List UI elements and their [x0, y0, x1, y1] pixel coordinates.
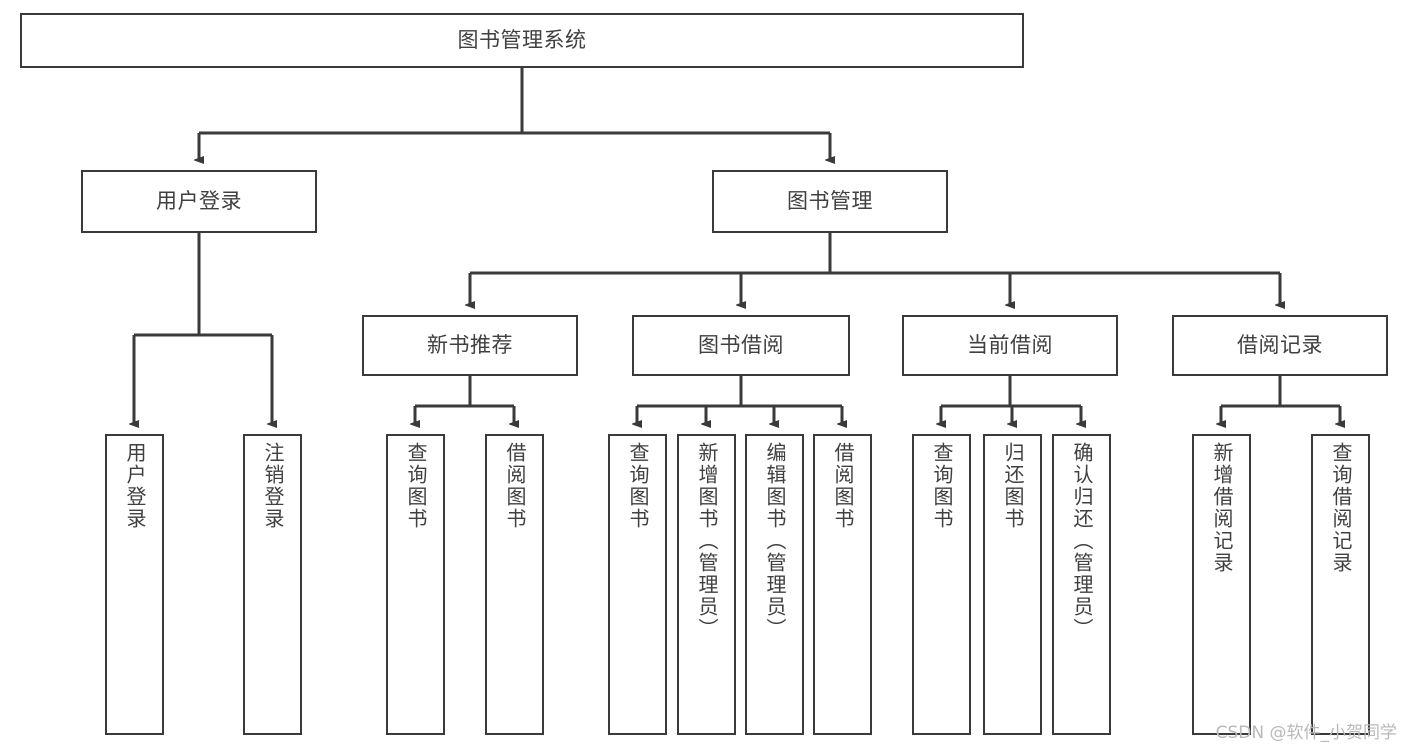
node-leaf-query-book-2-label: 查询图书	[626, 442, 650, 530]
node-book-borrow[interactable]: 图书借阅	[632, 315, 850, 376]
node-leaf-edit-book-label: 编辑图书（管理员）	[763, 442, 787, 640]
node-root-label: 图书管理系统	[457, 28, 587, 53]
node-leaf-query-book-1[interactable]: 查询图书	[386, 434, 445, 735]
csdn-watermark: CSDN @软件_小贺同学	[1215, 723, 1397, 743]
node-leaf-borrow-book-1[interactable]: 借阅图书	[485, 434, 544, 735]
node-book-manage-label: 图书管理	[787, 189, 873, 214]
node-borrow-record[interactable]: 借阅记录	[1172, 315, 1388, 376]
node-leaf-logout[interactable]: 注销登录	[243, 434, 302, 735]
node-leaf-query-record[interactable]: 查询借阅记录	[1311, 434, 1370, 735]
node-book-manage[interactable]: 图书管理	[712, 170, 948, 233]
node-leaf-add-book[interactable]: 新增图书（管理员）	[677, 434, 736, 735]
node-leaf-query-book-3-label: 查询图书	[930, 442, 954, 530]
node-leaf-add-record[interactable]: 新增借阅记录	[1192, 434, 1251, 735]
node-leaf-borrow-book-2[interactable]: 借阅图书	[813, 434, 872, 735]
node-current-borrow[interactable]: 当前借阅	[902, 315, 1118, 376]
node-current-borrow-label: 当前借阅	[967, 333, 1053, 358]
node-root[interactable]: 图书管理系统	[20, 13, 1024, 68]
node-leaf-query-book-3[interactable]: 查询图书	[912, 434, 971, 735]
node-leaf-logout-label: 注销登录	[261, 442, 285, 530]
node-leaf-query-record-label: 查询借阅记录	[1329, 442, 1353, 574]
node-user-login[interactable]: 用户登录	[81, 170, 317, 233]
node-leaf-add-book-label: 新增图书（管理员）	[695, 442, 719, 640]
node-new-book-rec-label: 新书推荐	[427, 333, 513, 358]
node-leaf-return-book[interactable]: 归还图书	[983, 434, 1042, 735]
node-leaf-add-record-label: 新增借阅记录	[1210, 442, 1234, 574]
node-leaf-borrow-book-2-label: 借阅图书	[831, 442, 855, 530]
node-leaf-borrow-book-1-label: 借阅图书	[503, 442, 527, 530]
node-leaf-edit-book[interactable]: 编辑图书（管理员）	[745, 434, 804, 735]
node-leaf-user-login[interactable]: 用户登录	[105, 434, 164, 735]
node-book-borrow-label: 图书借阅	[698, 333, 784, 358]
node-leaf-query-book-2[interactable]: 查询图书	[608, 434, 667, 735]
node-borrow-record-label: 借阅记录	[1237, 333, 1323, 358]
node-leaf-query-book-1-label: 查询图书	[404, 442, 428, 530]
node-leaf-user-login-label: 用户登录	[123, 442, 147, 530]
node-new-book-rec[interactable]: 新书推荐	[362, 315, 578, 376]
node-user-login-label: 用户登录	[156, 189, 242, 214]
node-leaf-confirm-return[interactable]: 确认归还（管理员）	[1052, 434, 1111, 735]
node-leaf-confirm-return-label: 确认归还（管理员）	[1070, 442, 1094, 640]
node-leaf-return-book-label: 归还图书	[1001, 442, 1025, 530]
